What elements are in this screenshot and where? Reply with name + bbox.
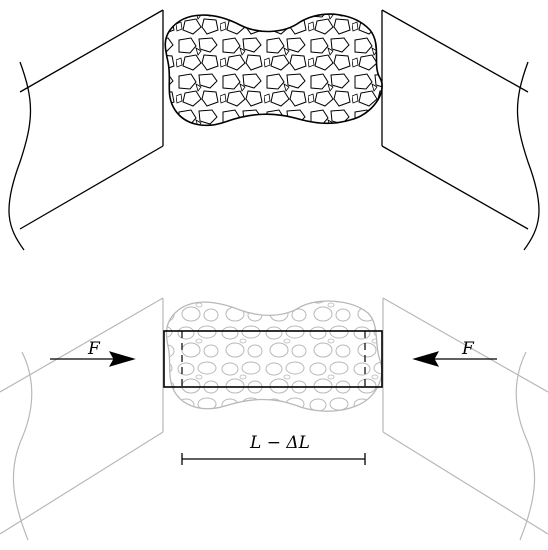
compressed-specimen [163,330,383,388]
bottom-panel: F F L − ΔL [0,297,548,541]
right-plate-bottom [382,297,548,541]
arrow-right-icon [50,351,136,367]
force-label-left: F [87,339,101,359]
right-plate-top [381,9,540,251]
left-plate-bottom [0,297,164,541]
left-plate-top [8,9,164,251]
length-dimension [181,453,366,465]
length-label: L − ΔL [249,433,310,453]
aggregate-blob-bottom [165,300,383,412]
aggregate-blob-top [164,13,383,127]
arrow-left-icon [412,351,497,367]
force-label-right: F [461,339,475,359]
top-panel [8,9,540,251]
